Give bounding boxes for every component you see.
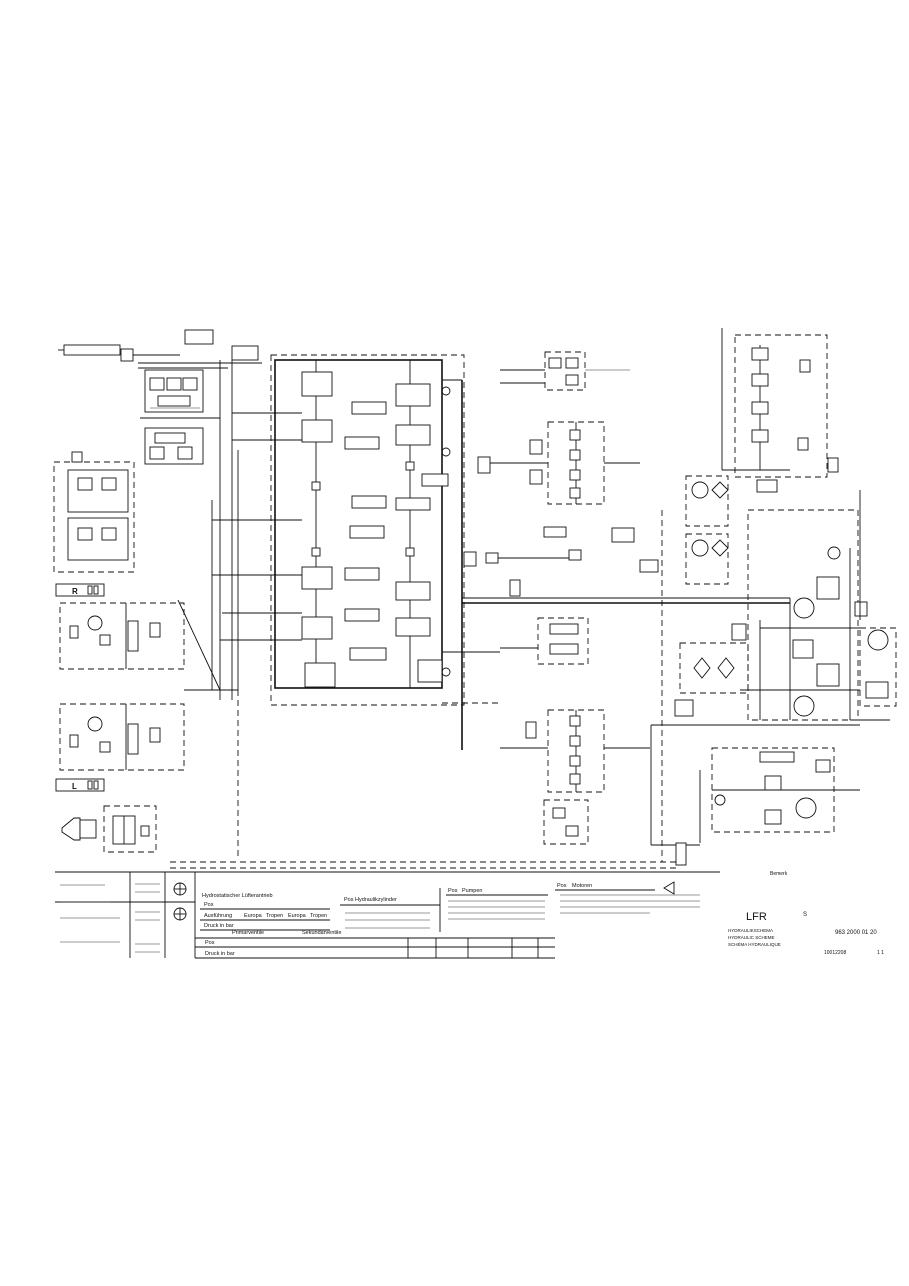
main-control-block xyxy=(212,354,500,706)
note-label: Bemerk xyxy=(770,871,788,877)
cylinder-header: Pos Hydraulikzylinder xyxy=(344,897,397,903)
right-side-marker: R xyxy=(55,583,105,597)
upper-center-valve xyxy=(500,351,630,391)
execution-label: Ausführung xyxy=(204,913,232,919)
motor-pos-label: Pos xyxy=(557,883,567,889)
right-connecting-lines xyxy=(740,490,890,721)
center-small-components xyxy=(463,526,659,597)
center-valve-bottom xyxy=(543,799,589,845)
right-valve-bank xyxy=(721,328,839,478)
left-feed-lines xyxy=(177,360,239,860)
left-cylinder-group xyxy=(58,329,262,369)
pump-pos-label: Pos xyxy=(448,888,458,894)
secondary-valves-label: Sekundärventile xyxy=(302,930,341,936)
pos-label: Pos xyxy=(204,902,214,908)
sheet-index: 1 1 xyxy=(877,950,884,956)
bottom-pressure-label: Druck in bar xyxy=(205,951,235,957)
left-axle-unit xyxy=(59,703,185,771)
fan-motor-unit xyxy=(61,805,157,853)
right-side-label: R xyxy=(72,587,78,596)
execution-tropen-1: Tropen xyxy=(266,913,283,919)
annotation-strokes xyxy=(60,883,700,953)
center-valve-mid xyxy=(500,617,589,665)
left-side-label: L xyxy=(72,782,77,791)
execution-tropen-2: Tropen xyxy=(310,913,327,919)
pump-header: Pumpen xyxy=(462,888,483,894)
fan-drive-heading: Hydrostatischer Lüfterantrieb xyxy=(202,893,273,899)
doc-title-en: HYDRAULIC SCHEME xyxy=(728,935,775,940)
right-axle-unit xyxy=(59,602,185,670)
pressure-label: Druck in bar xyxy=(204,923,234,929)
primary-valves-label: Primärventile xyxy=(232,930,264,936)
right-pump-cluster xyxy=(747,509,897,721)
right-lower-drive-unit xyxy=(675,747,860,866)
sheet-number: 10012208 xyxy=(824,950,846,956)
left-side-marker: L xyxy=(55,778,105,792)
main-pressure-lines xyxy=(170,380,860,869)
left-valve-block-1 xyxy=(144,369,204,413)
company-logo-text: LFR xyxy=(746,911,767,923)
right-cooler-unit xyxy=(674,623,749,717)
doc-title-de: HYDRAULIKSCHEMA xyxy=(728,928,773,933)
left-valve-block-2 xyxy=(140,417,220,465)
center-distributor-upper xyxy=(477,421,640,505)
drawing-number: 963 2000 01 20 xyxy=(835,930,877,936)
center-distributor-lower xyxy=(500,709,650,793)
execution-europa-1: Europa xyxy=(244,913,263,919)
left-brake-unit xyxy=(53,451,135,573)
motor-header: Motoren xyxy=(572,883,592,889)
bottom-pos-label: Pos xyxy=(205,940,215,946)
doc-title-fr: SCHÉMA HYDRAULIQUE xyxy=(728,941,781,947)
title-block: Hydrostatischer Lüfterantrieb Pos Ausfüh… xyxy=(55,871,884,959)
small-mark: S xyxy=(803,912,807,918)
execution-europa-2: Europa xyxy=(288,913,307,919)
right-filter-group xyxy=(685,475,778,585)
